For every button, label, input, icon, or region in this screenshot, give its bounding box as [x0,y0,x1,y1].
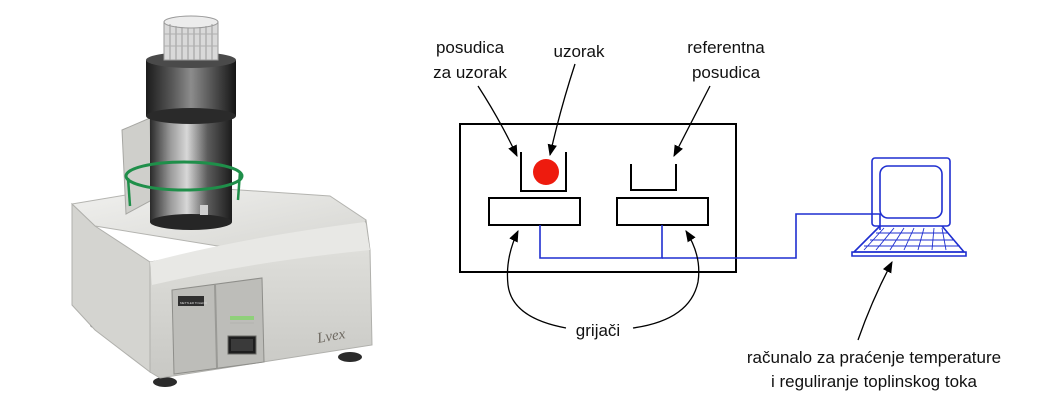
arrow-reference-pan [673,85,711,158]
label-sample-pan-line1: posudica [436,38,505,57]
control-panel [171,277,265,375]
label-computer-line1: računalo za praćenje temperature [747,348,1001,367]
instrument-foot [153,377,177,387]
label-reference-pan-line1: referentna [687,38,765,57]
display-glass [231,339,253,351]
dsc-schematic: posudica za uzorak uzorak referentna pos… [433,38,1001,391]
furnace-lower-cylinder-base [150,214,232,230]
arrow-computer [857,260,893,341]
instrument-foot [338,352,362,362]
sample-crucible [520,152,567,192]
label-sample: uzorak [553,42,605,61]
furnace-upper-cylinder [146,60,236,116]
panel-logo-badge [178,296,204,306]
label-reference-pan-line2: posudica [692,63,761,82]
furnace-upper-bottom [146,108,236,124]
status-led-bar [230,316,254,320]
laptop-computer-icon [851,157,967,257]
signal-wire [539,225,663,259]
brand-script: Lvex [315,326,347,347]
label-heaters: grijači [576,321,620,340]
sample-heater [488,197,581,226]
control-panel-divider [214,284,218,368]
label-sample-pan-line2: za uzorak [433,63,507,82]
reference-crucible [630,164,677,191]
furnace-bolt [200,205,208,215]
ribbed-lid [163,15,219,61]
arrow-heater-left [506,229,567,329]
dsc-instrument-illustration: METTLER TOLEDO Lvex [70,15,373,387]
label-computer-line2: i reguliranje toplinskog toka [771,372,978,391]
green-guard-leg [126,177,132,207]
measuring-cell-box [459,123,737,273]
green-guard-ring [124,160,244,192]
status-led-bar [230,322,254,324]
reference-heater [616,197,709,226]
arrow-heater-right [632,230,700,329]
sample-dot [533,159,559,185]
green-guard-leg [236,171,242,201]
furnace-lower-cylinder [150,112,232,222]
panel-tag-text: METTLER TOLEDO [180,301,208,305]
instrument-front-curve [150,222,370,285]
signal-wire-to-computer [662,213,881,259]
arrow-sample-pan [477,85,518,158]
arrow-sample [547,63,576,157]
